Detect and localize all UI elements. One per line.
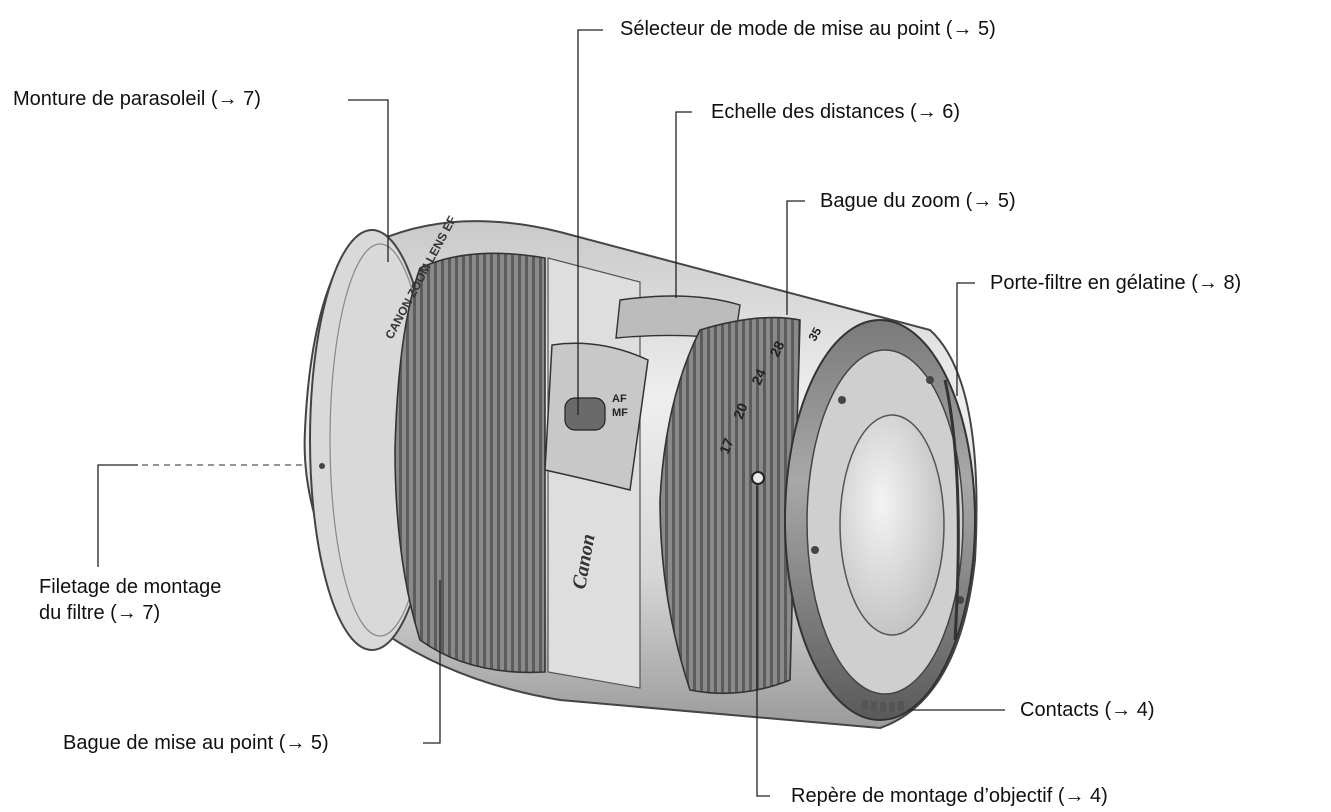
label-contacts: Contacts (→ 4) <box>1020 699 1155 721</box>
label-mount-index: Repère de montage d’objectif (→ 4) <box>791 785 1108 807</box>
mount-index-mark <box>751 471 765 485</box>
label-focus-mode-switch: Sélecteur de mode de mise au point (→ 5) <box>620 18 996 40</box>
label-distance-scale: Echelle des distances (→ 6) <box>711 101 961 123</box>
lens-body: CANON ZOOM LENS EF Canon AF MF 17 20 24 … <box>303 214 978 730</box>
switch-label-mf: MF <box>612 407 628 419</box>
label-gelatin-filter-holder: Porte-filtre en gélatine (→ 8) <box>990 272 1242 294</box>
focal-17: 17 <box>716 435 737 456</box>
focal-24: 24 <box>748 366 769 387</box>
label-focus-ring: Bague de mise au point (→ 5) <box>63 732 329 754</box>
label-hood-mount: Monture de parasoleil (→ 7) <box>13 88 261 110</box>
rear-lens-element <box>839 414 945 636</box>
label-filter-thread-line2: du filtre (→ 7) <box>39 602 161 624</box>
label-zoom-ring: Bague du zoom (→ 5) <box>820 190 1016 212</box>
focal-35: 35 <box>805 325 824 344</box>
focal-28: 28 <box>766 338 787 359</box>
leader-lines <box>97 29 1005 797</box>
label-filter-thread-line1: Filetage de montage <box>39 576 222 598</box>
zoom-ring <box>659 316 801 695</box>
switch-label-af: AF <box>612 393 627 405</box>
focal-20: 20 <box>730 400 751 421</box>
electrical-contacts <box>862 700 904 712</box>
focus-ring <box>394 252 546 674</box>
